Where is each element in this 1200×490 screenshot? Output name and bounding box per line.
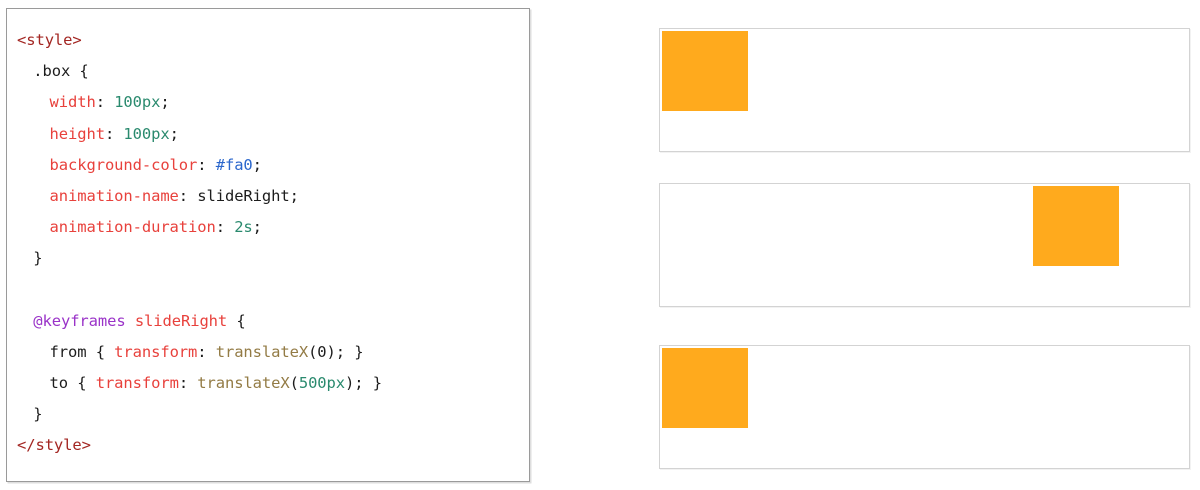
code-token: width [49, 93, 96, 112]
code-line-11: from { transform: translateX(0); } [17, 337, 519, 368]
code-token: ); } [326, 342, 364, 361]
animated-box-1 [662, 31, 748, 111]
code-line-4: height: 100px; [17, 119, 519, 150]
code-token: .box { [33, 62, 89, 81]
code-line-2: .box { [17, 56, 519, 87]
code-token: : [104, 124, 124, 143]
code-token: animation-duration [49, 218, 216, 237]
code-token: ); } [345, 374, 382, 393]
code-token [126, 312, 135, 330]
preview-stage-2 [659, 183, 1190, 307]
code-token: transform [95, 374, 179, 393]
code-token: height [49, 124, 106, 143]
code-line-6: animation-name: slideRight; [17, 181, 519, 212]
code-token: ( [308, 342, 318, 361]
code-token: : [215, 218, 235, 237]
code-token: animation-name [49, 186, 179, 205]
code-token: translateX [215, 342, 309, 361]
code-line-14: </style> [17, 430, 519, 461]
code-line-12: to { transform: translateX(500px); } [17, 368, 519, 399]
code-token: ; [252, 155, 262, 174]
code-token: </style> [17, 436, 91, 455]
code-token: 100px [123, 124, 170, 143]
animated-box-2 [1033, 186, 1119, 266]
code-token: 2s [234, 218, 253, 237]
code-token: : [197, 155, 216, 174]
code-token: ; [169, 124, 179, 143]
code-line-5: background-color: #fa0; [17, 150, 519, 181]
code-token: <style> [17, 31, 82, 49]
code-token: #fa0 [215, 155, 253, 174]
code-line-7: animation-duration: 2s; [17, 212, 519, 243]
code-token: ; [252, 218, 262, 237]
code-token: @keyframes [33, 311, 126, 330]
code-line-1: <style> [17, 25, 519, 56]
preview-stage-3 [659, 345, 1190, 469]
animated-box-3 [662, 348, 748, 428]
code-line-3: width: 100px; [17, 87, 519, 118]
preview-stage-1 [659, 28, 1190, 152]
code-token: : [95, 93, 115, 112]
code-token: slideRight [197, 186, 290, 205]
code-token: slideRight [134, 311, 228, 330]
code-line-13: } [17, 399, 519, 430]
code-token: : [178, 186, 198, 205]
code-token: from { [49, 342, 115, 361]
code-token: ( [289, 374, 299, 393]
code-token: 100px [114, 93, 161, 112]
code-token: ; [160, 93, 170, 112]
code-token: 0 [317, 342, 327, 361]
code-token: background-color [49, 155, 198, 174]
code-token: : [178, 374, 198, 393]
code-panel: <style>.box {width: 100px;height: 100px;… [6, 8, 530, 482]
code-token: to { [49, 374, 96, 393]
code-line-9 [17, 275, 519, 306]
code-token: } [33, 249, 43, 268]
code-token: translateX [197, 374, 290, 393]
code-listing[interactable]: <style>.box {width: 100px;height: 100px;… [7, 9, 529, 472]
code-token: ; [289, 186, 299, 205]
code-token: 500px [298, 374, 346, 393]
code-token: transform [114, 342, 198, 361]
code-line-8: } [17, 243, 519, 274]
code-token: { [227, 311, 246, 330]
code-token: } [33, 405, 43, 424]
code-token: : [197, 342, 216, 361]
code-line-10: @keyframes slideRight { [17, 306, 519, 337]
